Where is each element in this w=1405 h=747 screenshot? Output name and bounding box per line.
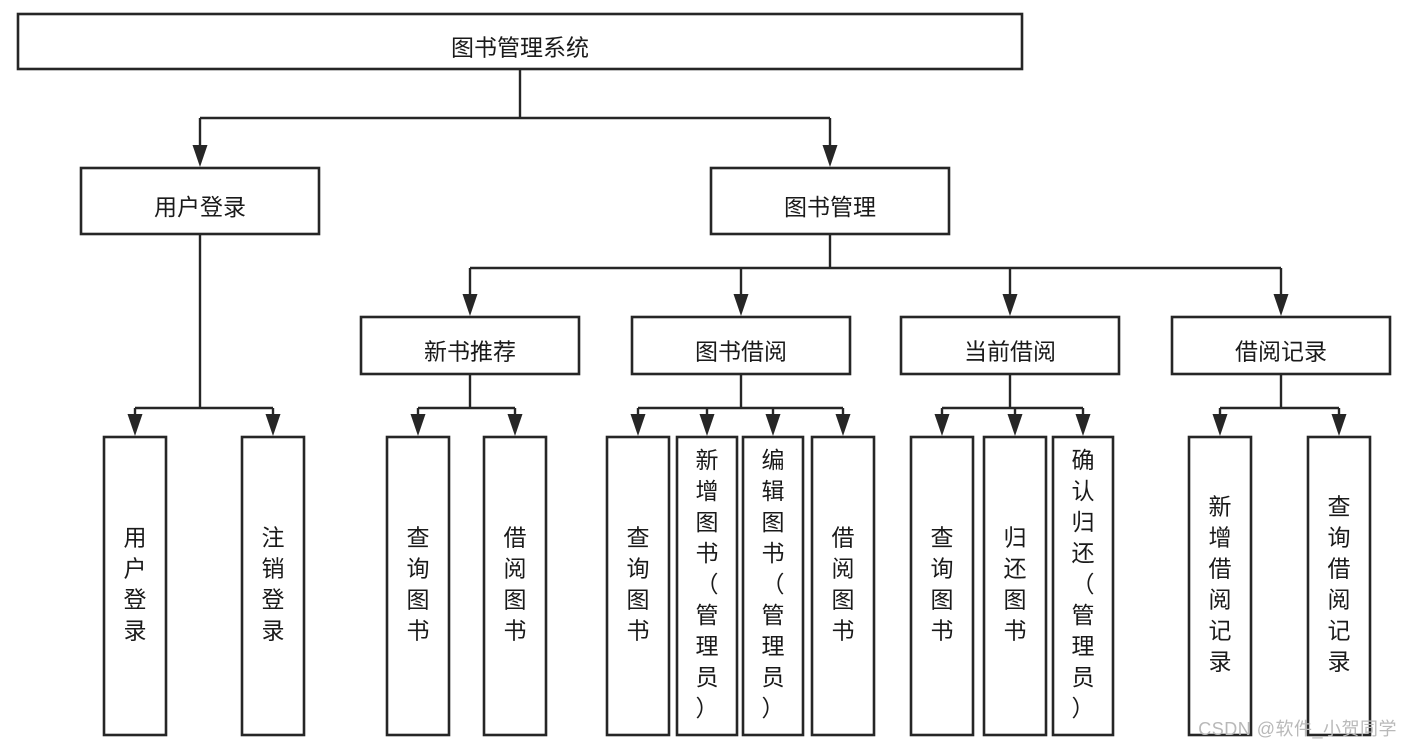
node-label-f_qrec: 查询借阅记录 bbox=[1328, 494, 1351, 675]
node-f_logout[interactable]: 注销登录 bbox=[240, 435, 306, 737]
node-f_q2[interactable]: 查询图书 bbox=[605, 435, 671, 737]
node-label-f_edit: 编辑图书（管理员） bbox=[762, 447, 785, 721]
node-login[interactable]: 用户登录 bbox=[79, 166, 321, 236]
node-bookmgmt[interactable]: 图书管理 bbox=[709, 166, 951, 236]
node-box-f_q1[interactable] bbox=[385, 435, 451, 737]
arrow-head-icon bbox=[127, 414, 143, 436]
node-box-bookmgmt[interactable] bbox=[709, 166, 951, 236]
node-box-f_conf[interactable] bbox=[1051, 435, 1115, 737]
node-label-f_addrec: 新增借阅记录 bbox=[1209, 494, 1232, 675]
arrow-head-icon bbox=[733, 294, 749, 316]
node-records[interactable]: 借阅记录 bbox=[1170, 315, 1392, 376]
node-label-f_b2: 借阅图书 bbox=[832, 525, 855, 644]
node-f_add[interactable]: 新增图书（管理员） bbox=[675, 435, 739, 737]
node-label-login: 用户登录 bbox=[154, 194, 246, 220]
node-f_q1[interactable]: 查询图书 bbox=[385, 435, 451, 737]
node-label-newrec: 新书推荐 bbox=[424, 339, 516, 365]
arrow-head-icon bbox=[192, 145, 208, 167]
node-newrec[interactable]: 新书推荐 bbox=[359, 315, 581, 376]
node-box-f_qrec[interactable] bbox=[1306, 435, 1372, 737]
node-f_edit[interactable]: 编辑图书（管理员） bbox=[741, 435, 805, 737]
node-label-f_add: 新增图书（管理员） bbox=[696, 447, 719, 721]
node-box-f_edit[interactable] bbox=[741, 435, 805, 737]
node-box-f_q3[interactable] bbox=[909, 435, 975, 737]
node-box-f_addrec[interactable] bbox=[1187, 435, 1253, 737]
connector-layer bbox=[127, 69, 1347, 436]
node-label-f_conf: 确认归还（管理员） bbox=[1072, 447, 1095, 721]
node-box-f_add[interactable] bbox=[675, 435, 739, 737]
node-box-login[interactable] bbox=[79, 166, 321, 236]
node-label-records: 借阅记录 bbox=[1235, 339, 1327, 365]
node-box-f_b2[interactable] bbox=[810, 435, 876, 737]
node-layer: 图书管理系统用户登录图书管理新书推荐图书借阅当前借阅借阅记录用户登录注销登录查询… bbox=[16, 12, 1392, 737]
arrow-head-icon bbox=[699, 414, 715, 436]
connector-group-newrec bbox=[410, 374, 523, 436]
arrow-head-icon bbox=[410, 414, 426, 436]
node-label-f_logout: 注销登录 bbox=[262, 525, 285, 644]
node-label-current: 当前借阅 bbox=[964, 339, 1056, 365]
node-label-bookmgmt: 图书管理 bbox=[784, 194, 876, 220]
connector-group-bookmgmt bbox=[462, 234, 1289, 316]
node-box-f_ret[interactable] bbox=[982, 435, 1048, 737]
arrow-head-icon bbox=[507, 414, 523, 436]
arrow-head-icon bbox=[822, 145, 838, 167]
connector-group-records bbox=[1212, 374, 1347, 436]
connector-group-borrow bbox=[630, 374, 851, 436]
arrow-head-icon bbox=[1075, 414, 1091, 436]
node-borrow[interactable]: 图书借阅 bbox=[630, 315, 852, 376]
node-box-records[interactable] bbox=[1170, 315, 1392, 376]
node-f_qrec[interactable]: 查询借阅记录 bbox=[1306, 435, 1372, 737]
arrow-head-icon bbox=[1273, 294, 1289, 316]
arrow-head-icon bbox=[1007, 414, 1023, 436]
node-label-f_ret: 归还图书 bbox=[1004, 525, 1027, 644]
connector-group-login bbox=[127, 234, 281, 436]
node-label-f_login: 用户登录 bbox=[124, 525, 147, 644]
arrow-head-icon bbox=[630, 414, 646, 436]
arrow-head-icon bbox=[934, 414, 950, 436]
node-label-f_b1: 借阅图书 bbox=[504, 525, 527, 644]
arrow-head-icon bbox=[462, 294, 478, 316]
connector-group-current bbox=[934, 374, 1091, 436]
node-f_addrec[interactable]: 新增借阅记录 bbox=[1187, 435, 1253, 737]
node-label-root: 图书管理系统 bbox=[451, 35, 589, 61]
node-current[interactable]: 当前借阅 bbox=[899, 315, 1121, 376]
node-f_login[interactable]: 用户登录 bbox=[102, 435, 168, 737]
node-f_b2[interactable]: 借阅图书 bbox=[810, 435, 876, 737]
node-label-borrow: 图书借阅 bbox=[695, 339, 787, 365]
node-box-f_q2[interactable] bbox=[605, 435, 671, 737]
node-box-f_b1[interactable] bbox=[482, 435, 548, 737]
node-label-f_q1: 查询图书 bbox=[407, 525, 430, 644]
node-f_conf[interactable]: 确认归还（管理员） bbox=[1051, 435, 1115, 737]
arrow-head-icon bbox=[265, 414, 281, 436]
node-box-f_login[interactable] bbox=[102, 435, 168, 737]
node-f_ret[interactable]: 归还图书 bbox=[982, 435, 1048, 737]
node-f_b1[interactable]: 借阅图书 bbox=[482, 435, 548, 737]
csdn-watermark: CSDN @软件_小贺同学 bbox=[1198, 719, 1397, 739]
connector-group-root bbox=[192, 69, 838, 167]
node-label-f_q2: 查询图书 bbox=[627, 525, 650, 644]
node-box-current[interactable] bbox=[899, 315, 1121, 376]
arrow-head-icon bbox=[835, 414, 851, 436]
node-f_q3[interactable]: 查询图书 bbox=[909, 435, 975, 737]
arrow-head-icon bbox=[765, 414, 781, 436]
node-box-root[interactable] bbox=[16, 12, 1024, 71]
arrow-head-icon bbox=[1002, 294, 1018, 316]
node-box-borrow[interactable] bbox=[630, 315, 852, 376]
node-box-newrec[interactable] bbox=[359, 315, 581, 376]
arrow-head-icon bbox=[1331, 414, 1347, 436]
node-label-f_q3: 查询图书 bbox=[931, 525, 954, 644]
node-root[interactable]: 图书管理系统 bbox=[16, 12, 1024, 71]
node-box-f_logout[interactable] bbox=[240, 435, 306, 737]
arrow-head-icon bbox=[1212, 414, 1228, 436]
